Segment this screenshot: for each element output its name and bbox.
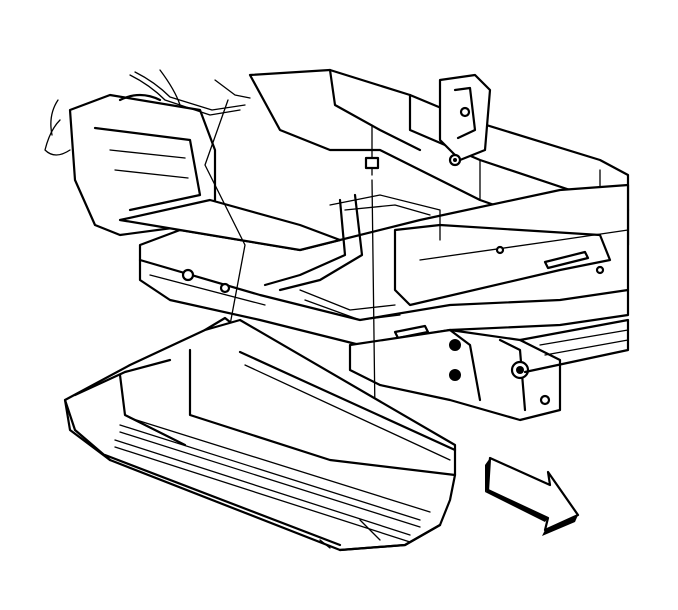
alignment-lines — [204, 99, 376, 416]
running-board-step-icon — [63, 318, 457, 552]
forward-direction-arrow-icon — [485, 456, 580, 536]
tank-shield-icon — [118, 193, 612, 321]
frame-rail-icon — [138, 68, 630, 422]
